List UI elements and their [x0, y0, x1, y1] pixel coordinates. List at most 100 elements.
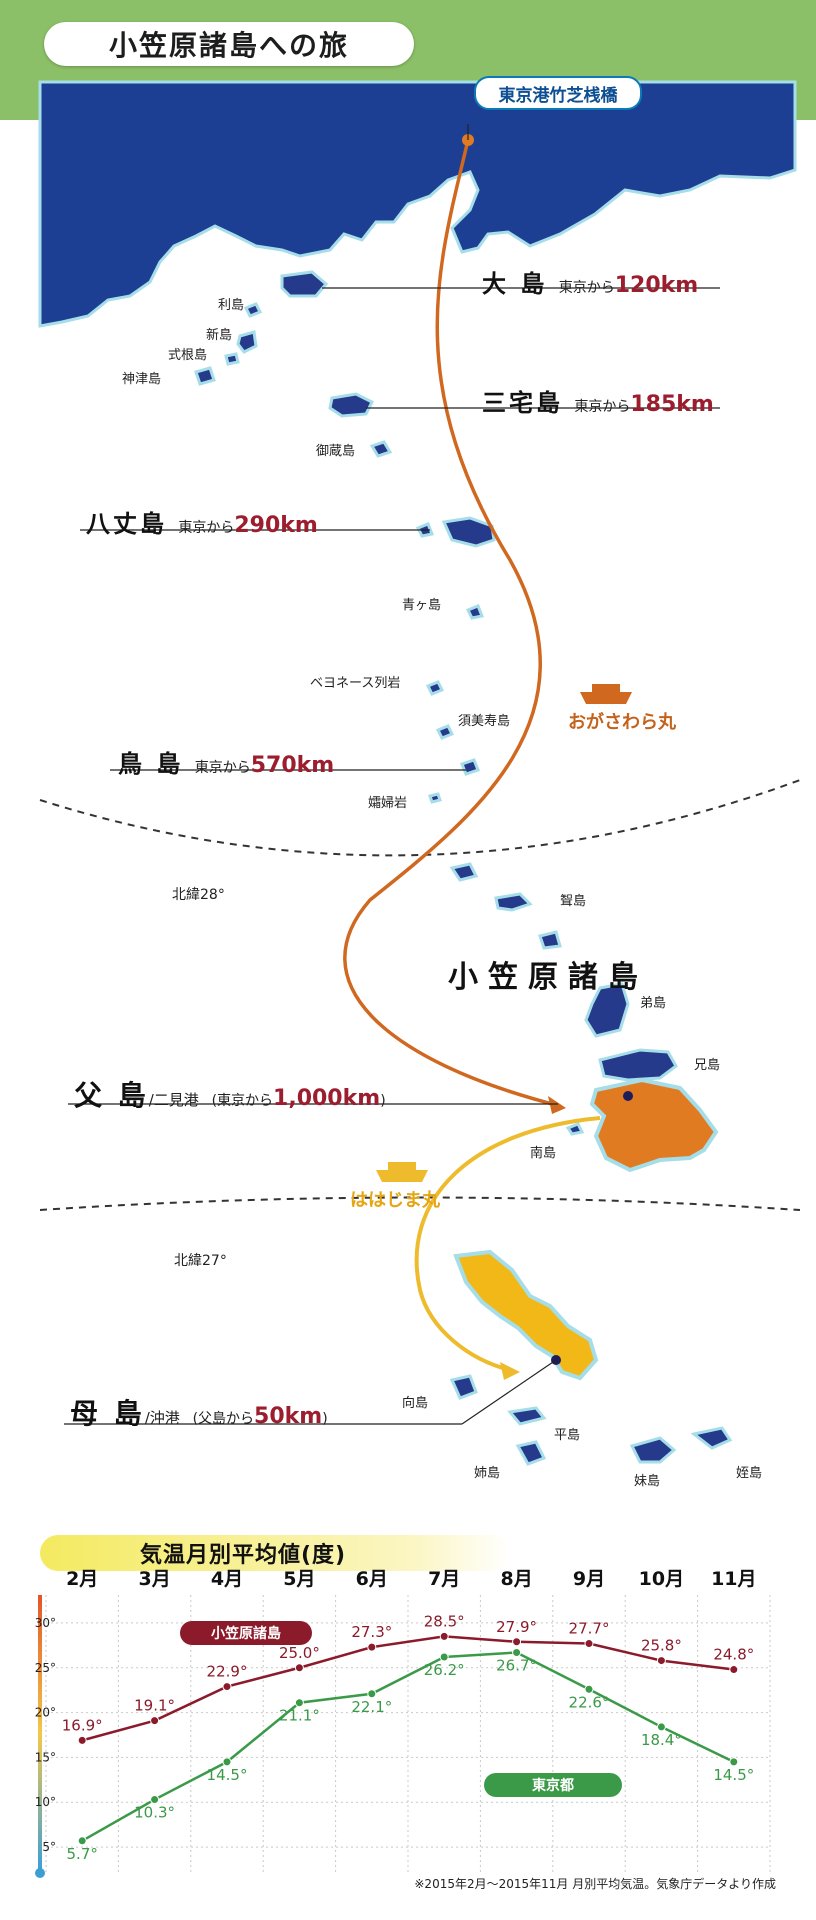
- data-point: [729, 1665, 739, 1675]
- label-oshima: 大 島 東京から120km: [482, 270, 699, 298]
- page-title: 小笠原諸島への旅: [44, 22, 414, 66]
- data-point: [439, 1652, 449, 1662]
- ship-icon-ogasawara-maru: [580, 684, 632, 704]
- departure-port-label: 東京港竹芝桟橋: [474, 76, 642, 110]
- label-hahajima-maru: ははじま丸: [350, 1190, 440, 1211]
- island-hahajima: [453, 1249, 599, 1381]
- series-line-1: [81, 1651, 735, 1842]
- data-point: [439, 1631, 449, 1641]
- label-sofugan: 孀婦岩: [368, 796, 408, 811]
- data-label: 28.5°: [424, 1612, 465, 1630]
- data-label: 25.0°: [279, 1644, 320, 1662]
- x-tick-label: 2月: [66, 1568, 98, 1590]
- island-mikurajima: [369, 440, 393, 458]
- island-aogashima: [465, 604, 485, 620]
- label-meijima: 姪島: [736, 1466, 763, 1481]
- legend-ogasawara-text: 小笠原諸島: [211, 1625, 281, 1642]
- data-label: 22.6°: [569, 1693, 610, 1711]
- island-torishima: [460, 758, 480, 776]
- label-aogashima: 青ヶ島: [402, 598, 442, 613]
- ship-icon-hahajima-maru: [376, 1162, 428, 1182]
- data-label: 18.4°: [641, 1731, 682, 1749]
- label-ototojima: 弟島: [640, 996, 667, 1011]
- label-toshima: 利島: [218, 298, 245, 313]
- island-mukojima-group-3: [538, 930, 562, 950]
- data-label: 14.5°: [207, 1766, 248, 1784]
- island-kozushima: [194, 366, 216, 386]
- island-hachijojima: [441, 516, 496, 548]
- y-tick-label: 10°: [35, 1795, 56, 1809]
- y-axis-bar: [38, 1595, 42, 1871]
- data-label: 26.2°: [424, 1661, 465, 1679]
- island-mukojima-group-1: [449, 862, 479, 882]
- island-imotojima: [629, 1436, 677, 1464]
- label-shikinejima: 式根島: [168, 348, 208, 363]
- x-tick-label: 6月: [356, 1568, 388, 1590]
- data-label: 10.3°: [134, 1804, 175, 1822]
- data-point: [77, 1735, 87, 1745]
- data-point: [150, 1795, 160, 1805]
- data-label: 14.5°: [713, 1766, 754, 1784]
- data-point: [584, 1684, 594, 1694]
- island-oshima: [280, 270, 329, 298]
- data-point: [656, 1722, 666, 1732]
- data-label: 27.9°: [496, 1618, 537, 1636]
- x-tick-label: 8月: [500, 1568, 532, 1590]
- chart-note: ※2015年2月〜2015年11月 月別平均気温。気象庁データより作成: [414, 1877, 776, 1891]
- data-label: 22.9°: [207, 1663, 248, 1681]
- island-mukojima: [449, 1374, 478, 1400]
- island-miyakejima: [328, 392, 375, 418]
- data-point: [729, 1757, 739, 1767]
- futami-port-marker: [623, 1091, 633, 1101]
- leader-hahajima-2: [461, 1359, 557, 1425]
- label-anijima: 兄島: [694, 1058, 721, 1073]
- mainland: [38, 80, 797, 328]
- x-tick-label: 10月: [639, 1568, 684, 1590]
- island-hirashima: [507, 1406, 547, 1426]
- data-point: [294, 1663, 304, 1673]
- data-label: 24.8°: [713, 1646, 754, 1664]
- y-tick-label: 15°: [35, 1750, 56, 1764]
- route-arrowhead-sub: [500, 1362, 520, 1380]
- y-tick-label: 5°: [42, 1840, 56, 1854]
- latitude-27-line: [39, 1196, 801, 1211]
- label-lat-28: 北緯28°: [172, 887, 225, 903]
- series-line-0: [81, 1635, 734, 1742]
- island-anejima: [515, 1440, 547, 1466]
- label-hirashima: 平島: [554, 1428, 581, 1443]
- route-arrowhead-main: [548, 1096, 566, 1114]
- label-lat-27: 北緯27°: [174, 1253, 227, 1269]
- x-tick-label: 11月: [711, 1568, 756, 1590]
- island-sofugan: [428, 792, 442, 804]
- data-label: 27.7°: [569, 1620, 610, 1638]
- data-point: [367, 1689, 377, 1699]
- data-point: [367, 1642, 377, 1652]
- label-hachijojima: 八丈島 東京から290km: [86, 510, 318, 538]
- label-anejima: 姉島: [474, 1466, 501, 1481]
- x-tick-label: 7月: [428, 1568, 460, 1590]
- label-imotojima: 妹島: [634, 1474, 661, 1489]
- data-point: [512, 1648, 522, 1658]
- data-label: 22.1°: [351, 1698, 392, 1716]
- label-sumisu: 須美寿島: [458, 714, 511, 729]
- island-meijima: [690, 1426, 733, 1450]
- route-ogasawara-maru: [343, 139, 561, 1108]
- frame-inner: [0, 120, 790, 1500]
- data-point: [656, 1656, 666, 1666]
- island-mukojima-group-2: [494, 892, 533, 912]
- label-hahajima: 母 島/沖港 (父島から50km): [70, 1397, 328, 1430]
- island-ototojima: [584, 982, 630, 1038]
- label-kozushima: 神津島: [122, 372, 162, 387]
- legend-ogasawara-pill: [180, 1621, 312, 1645]
- x-tick-label: 3月: [138, 1568, 170, 1590]
- label-mukojima-group: 聟島: [560, 894, 587, 909]
- x-tick-label: 5月: [283, 1568, 315, 1590]
- data-point: [222, 1682, 232, 1692]
- island-bayonnaise: [425, 680, 445, 696]
- data-label: 19.1°: [134, 1697, 175, 1715]
- label-ogasawara-maru: おがさわら丸: [568, 712, 676, 733]
- island-anijima: [598, 1048, 678, 1082]
- data-label: 16.9°: [62, 1716, 103, 1734]
